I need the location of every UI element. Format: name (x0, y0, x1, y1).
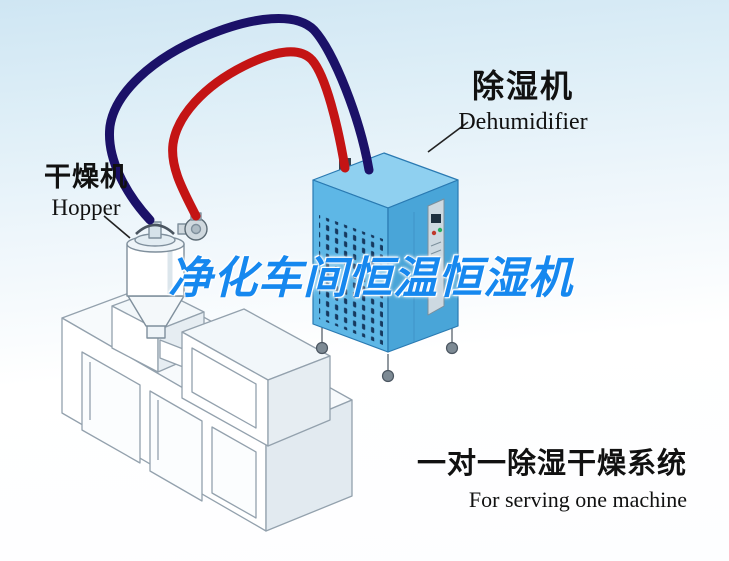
dehumidifier-illustration (312, 152, 459, 383)
watermark-text: 净化车间恒温恒湿机 (168, 253, 573, 304)
blue-return-hose (104, 14, 374, 225)
hopper-pointer-line (103, 215, 131, 239)
red-dry-air-hose (168, 47, 350, 221)
extruder-illustration (61, 285, 353, 532)
dehumidifier-label: 除湿机 Dehumidifier (438, 67, 608, 135)
hopper-label: 干燥机 Hopper (36, 162, 136, 221)
system-caption-en: For serving one machine (468, 487, 687, 513)
dehumidifier-label-cn: 除湿机 (471, 67, 574, 105)
system-caption-cn: 一对一除湿干燥系统 (416, 446, 687, 480)
hopper-label-en: Hopper (51, 195, 121, 221)
hopper-illustration (126, 212, 208, 339)
dehumidifier-label-en: Dehumidifier (458, 108, 588, 135)
caster-wheels (315, 326, 459, 383)
vent-grille (319, 215, 383, 345)
hopper-label-cn: 干燥机 (44, 162, 128, 193)
hopper-handle (135, 223, 175, 235)
control-panel (427, 198, 445, 316)
system-caption: 一对一除湿干燥系统 For serving one machine (387, 448, 687, 512)
dehumidifier-pointer-line (427, 121, 469, 153)
